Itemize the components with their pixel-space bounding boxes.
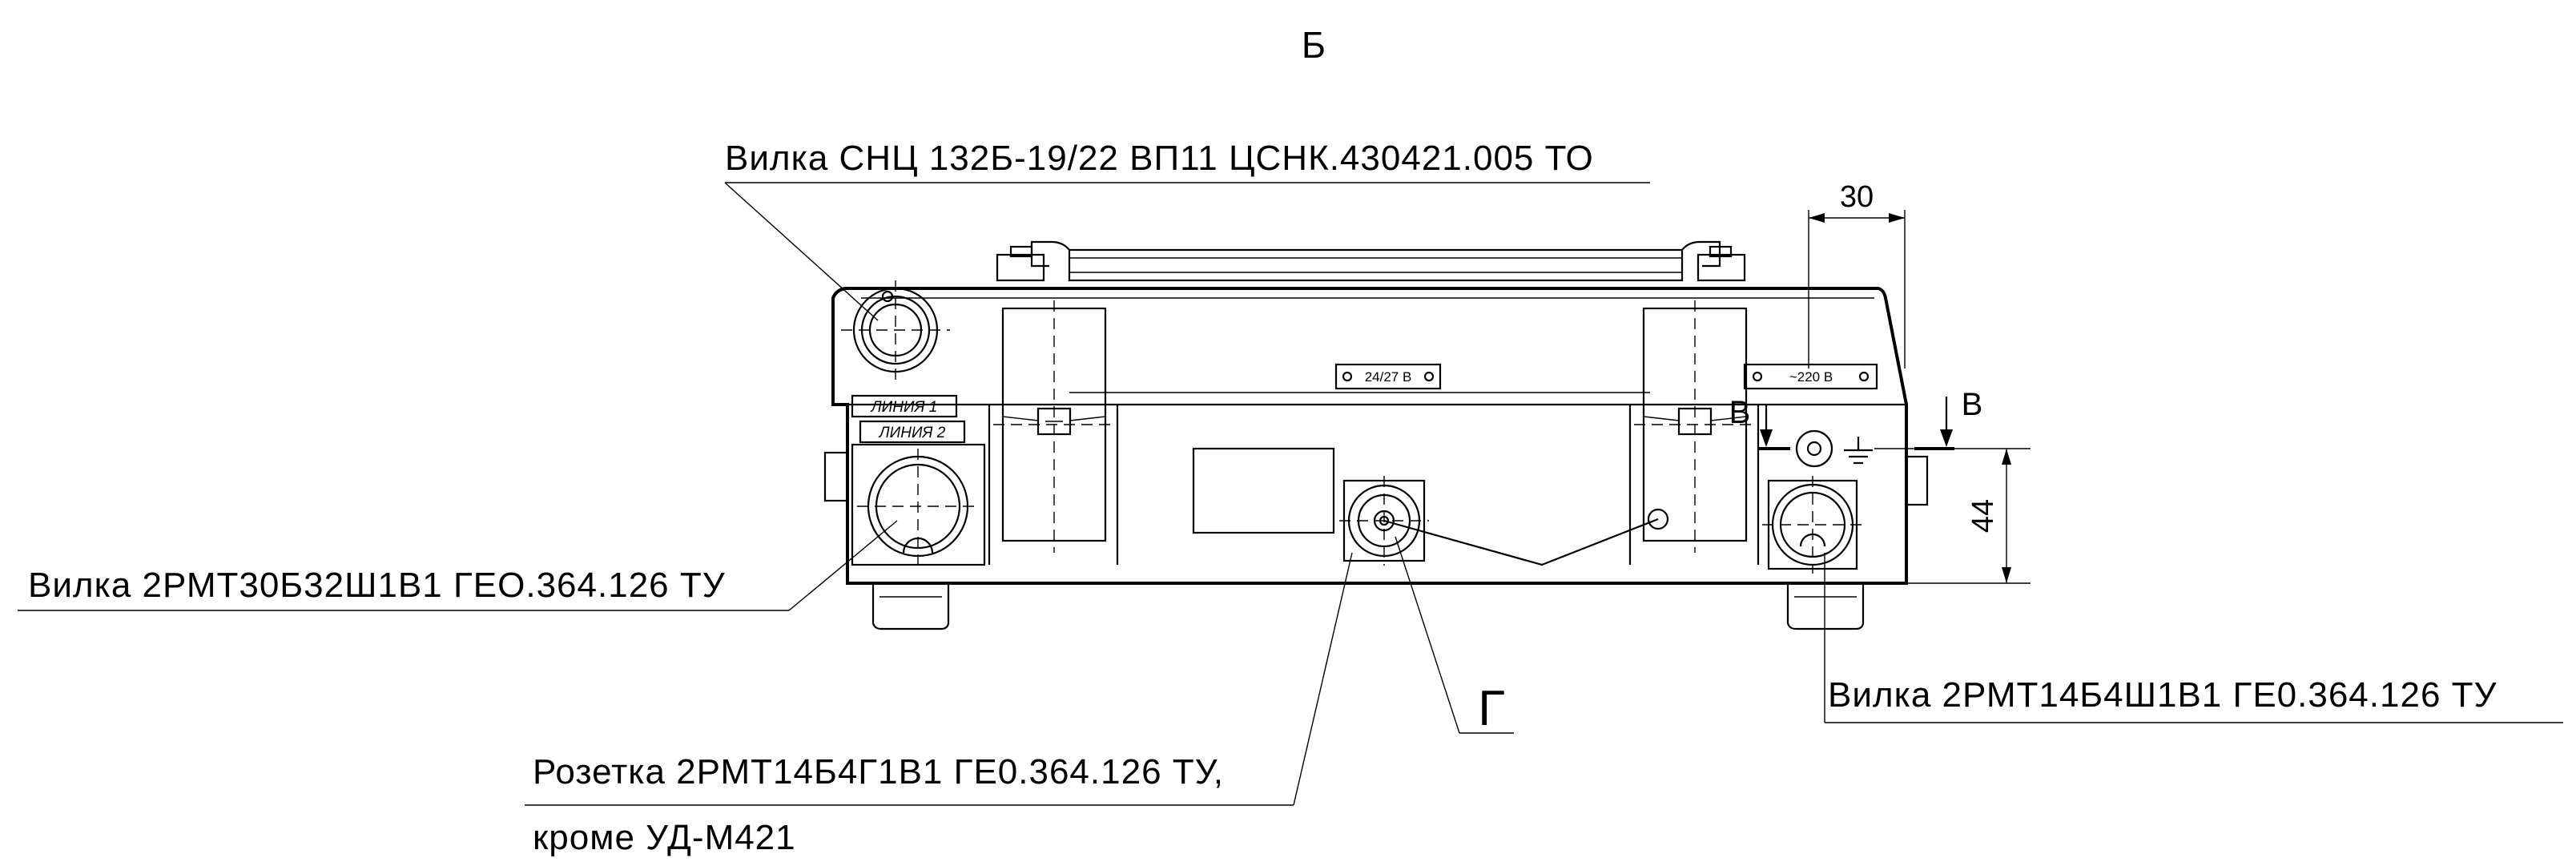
section-v-right-label: В — [1962, 387, 1983, 422]
dimension-44: 44 — [1874, 448, 2031, 584]
callout-2rmt14: Вилка 2РМТ14Б4Ш1В1 ГЕ0.364.126 ТУ — [1824, 553, 2563, 723]
callout-snc-label: Вилка СНЦ 132Б-19/22 ВП11 ЦСНК.430421.00… — [725, 139, 1594, 178]
callout-socket-label-1: Розетка 2РМТ14Б4Г1В1 ГЕ0.364.126 ТУ, — [533, 752, 1224, 791]
ground-terminal — [1795, 429, 1873, 468]
plate-voltage-ac: ~220 В — [1789, 369, 1833, 385]
view-title: Б — [1302, 24, 1326, 66]
callout-2rmt14-label: Вилка 2РМТ14Б4Ш1В1 ГЕ0.364.126 ТУ — [1828, 675, 2498, 715]
chain-cable — [1383, 518, 1659, 566]
left-clasp — [988, 300, 1119, 565]
snc-connector — [841, 280, 950, 381]
section-v-left-label: В — [1729, 395, 1751, 430]
voltage-plate-ac: ~220 В — [1743, 363, 1878, 390]
feet — [871, 583, 1865, 630]
view-g-mark: Г — [1395, 536, 1514, 736]
callout-2rmt30-label: Вилка 2РМТ30Б32Ш1В1 ГЕО.364.126 ТУ — [28, 566, 726, 605]
section-v-marks: В В — [1729, 387, 1983, 450]
plug-2rmt14 — [1762, 476, 1863, 574]
line-plates: ЛИНИЯ 1 ЛИНИЯ 2 — [851, 394, 966, 444]
carry-handle — [996, 240, 1746, 282]
right-clasp — [1628, 300, 1760, 565]
indicator-window — [1192, 447, 1335, 534]
callout-socket: Розетка 2РМТ14Б4Г1В1 ГЕ0.364.126 ТУ, кро… — [525, 552, 1353, 857]
housing — [823, 287, 1929, 585]
dimension-30: 30 — [1808, 180, 1906, 369]
dimension-44-label: 44 — [1966, 499, 2000, 533]
plate-voltage-dc: 24/27 В — [1365, 369, 1412, 385]
dimension-30-label: 30 — [1840, 180, 1874, 214]
callout-2rmt30: Вилка 2РМТ30Б32Ш1В1 ГЕО.364.126 ТУ — [18, 520, 898, 611]
callout-snc: Вилка СНЦ 132Б-19/22 ВП11 ЦСНК.430421.00… — [724, 139, 1650, 321]
plate-line1: ЛИНИЯ 1 — [870, 399, 938, 416]
view-g-label: Г — [1478, 681, 1505, 736]
plug-2rmt30 — [851, 443, 986, 566]
voltage-plate-dc: 24/27 В — [1334, 363, 1442, 390]
callout-socket-label-2: кроме УД-М421 — [533, 818, 796, 857]
plate-line2: ЛИНИЯ 2 — [878, 425, 946, 441]
